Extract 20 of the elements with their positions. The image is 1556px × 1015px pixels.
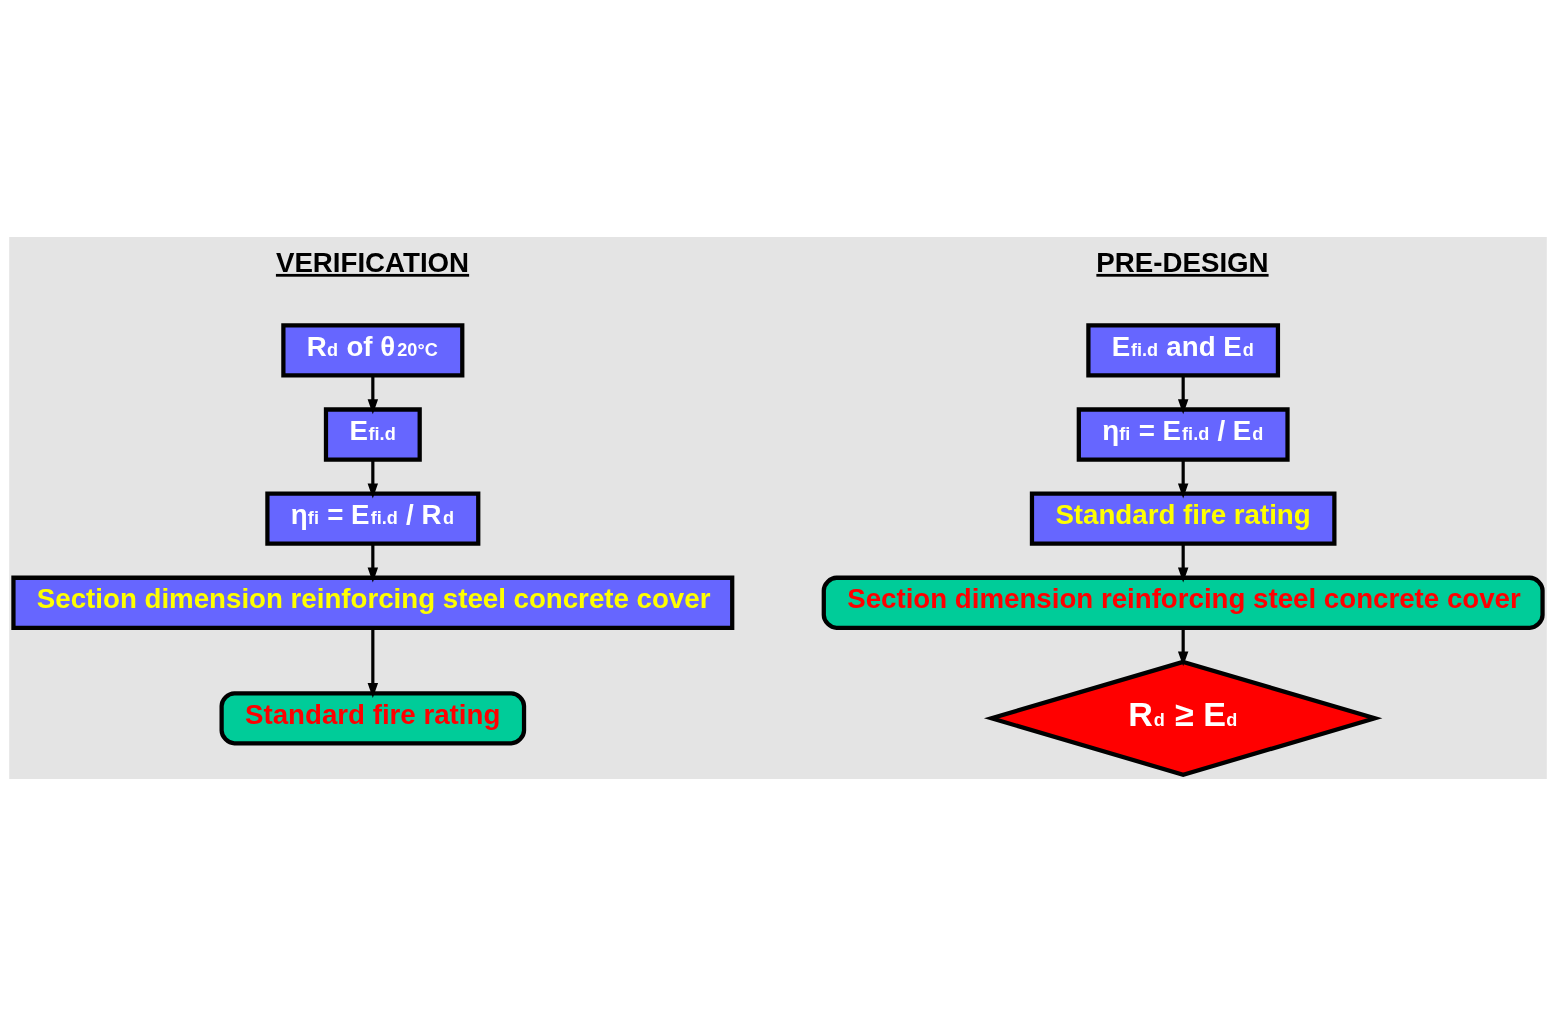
arrow	[367, 627, 379, 698]
arrow	[367, 375, 379, 414]
arrow	[1177, 543, 1189, 583]
node-box: Standard fire rating	[1029, 491, 1337, 546]
node-box: Section dimension reinforcing steel concrete cover	[821, 575, 1545, 630]
node-box: Section dimension reinforcing steel concrete cover	[11, 575, 735, 630]
node-box: ηfi = Efi.d / Ed	[1076, 406, 1290, 462]
node-box: Efi.d and Ed	[1086, 322, 1281, 378]
arrow	[367, 459, 379, 498]
label: PRE-DESIGN	[1096, 246, 1269, 278]
node-box: Efi.d	[323, 406, 422, 462]
label: VERIFICATION	[275, 246, 470, 278]
arrow	[367, 543, 379, 583]
arrow	[1177, 627, 1189, 666]
node-box: Rd of θ20°C	[281, 322, 465, 378]
node-box: Standard fire rating	[219, 690, 527, 745]
arrow	[1177, 459, 1189, 498]
node-box: ηfi = Efi.d / Rd	[265, 491, 481, 546]
node-diamond: Rd ≥ Ed	[983, 659, 1383, 777]
arrow	[1177, 375, 1189, 414]
